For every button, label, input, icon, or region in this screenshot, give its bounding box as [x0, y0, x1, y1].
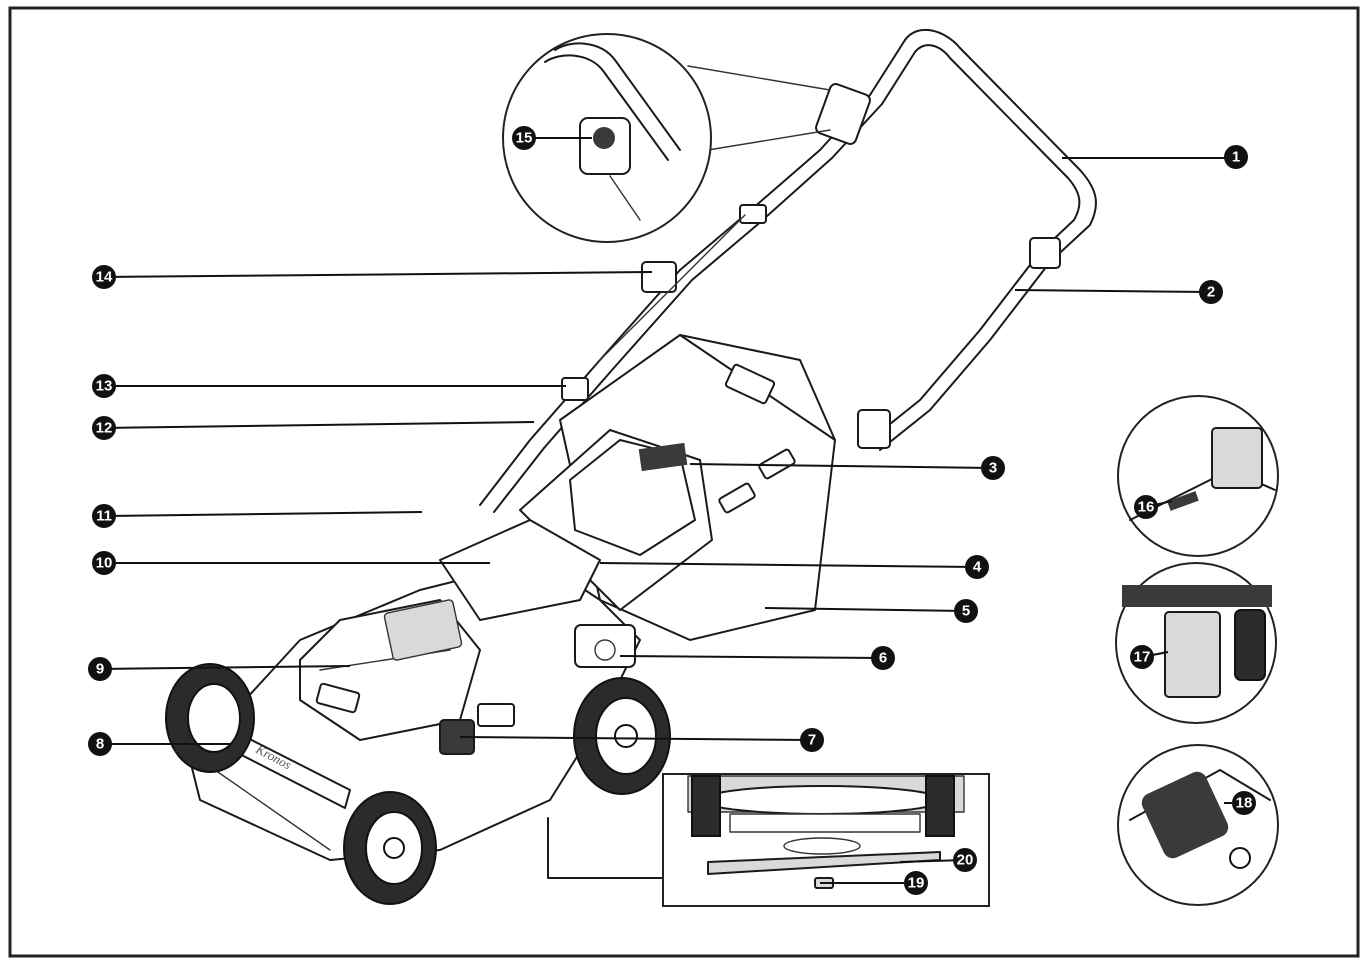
grass-box-handle: [638, 442, 688, 472]
deck-cover: [439, 519, 601, 621]
callout-2: 2: [1199, 280, 1223, 304]
callout-3-label: 3: [989, 460, 997, 477]
callout-4-label: 4: [973, 559, 982, 576]
callout-7: 7: [800, 728, 824, 752]
battery-pack: [1141, 771, 1229, 859]
callout-8-label: 8: [96, 736, 104, 753]
callout-19-label: 19: [908, 875, 925, 892]
safety-key-slot: [1167, 491, 1199, 511]
callout-15: 15: [512, 126, 536, 150]
callout-1: 1: [1224, 145, 1248, 169]
callout-18-label: 18: [1236, 795, 1253, 812]
side-inset-16: [1117, 395, 1279, 557]
mulching-plug: [1164, 611, 1221, 698]
switch-inset: [502, 33, 831, 243]
leader-lines: [99, 137, 1244, 884]
callout-5: 5: [954, 599, 978, 623]
mower-deck: Kronos: [189, 519, 641, 861]
side-inset-17: [1115, 562, 1277, 724]
callout-2-label: 2: [1207, 284, 1215, 301]
callout-9-label: 9: [96, 661, 104, 678]
callout-14-label: 14: [96, 269, 113, 286]
callout-18: 18: [1232, 791, 1256, 815]
callout-6: 6: [871, 646, 895, 670]
callout-4: 4: [965, 555, 989, 579]
callout-20: 20: [953, 848, 977, 872]
diagram-frame: [8, 6, 1360, 958]
front-left-wheel: [165, 663, 255, 773]
callout-11: 11: [92, 504, 116, 528]
safety-switch-button: [593, 127, 615, 149]
handle-knob-lower-left: [561, 377, 589, 401]
callout-12: 12: [92, 416, 116, 440]
callout-14: 14: [92, 265, 116, 289]
callout-10: 10: [92, 551, 116, 575]
callout-19: 19: [904, 871, 928, 895]
handle-knob-upper: [1029, 237, 1061, 269]
callout-10-label: 10: [96, 555, 113, 572]
handle-assembly: [479, 29, 1097, 513]
handle-knob-lower-right: [857, 409, 891, 449]
callout-16-label: 16: [1138, 499, 1155, 516]
callout-16: 16: [1134, 495, 1158, 519]
callout-7-label: 7: [808, 732, 816, 749]
callout-5-label: 5: [962, 603, 970, 620]
callout-3: 3: [981, 456, 1005, 480]
callout-6-label: 6: [879, 650, 887, 667]
callout-1-label: 1: [1232, 149, 1240, 166]
callout-13-label: 13: [96, 378, 113, 395]
callout-17: 17: [1130, 645, 1154, 669]
callout-13: 13: [92, 374, 116, 398]
callout-9: 9: [88, 657, 112, 681]
cable-clip: [641, 261, 677, 293]
rear-right-wheel: [573, 677, 671, 795]
callout-15-label: 15: [516, 130, 533, 147]
switch-box: [815, 83, 871, 145]
callout-17-label: 17: [1134, 649, 1151, 666]
callout-8: 8: [88, 732, 112, 756]
callout-12-label: 12: [96, 420, 113, 437]
front-right-wheel: [343, 791, 437, 905]
side-inset-18: [1117, 744, 1279, 906]
callout-11-label: 11: [96, 508, 112, 525]
callout-20-label: 20: [957, 852, 974, 869]
